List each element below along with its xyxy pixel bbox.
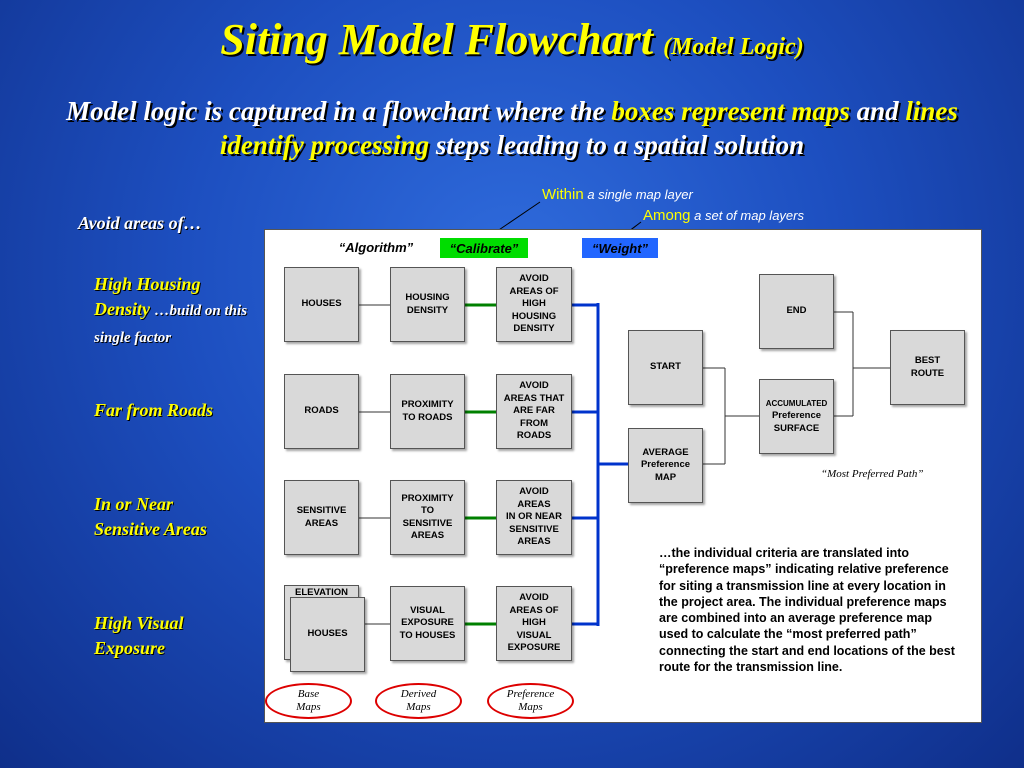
within-text: a single map layer — [587, 187, 693, 202]
box-proximity-roads: PROXIMITY TO ROADS — [390, 374, 465, 449]
box-avoid-visual: AVOID AREAS OF HIGH VISUAL EXPOSURE — [496, 586, 572, 661]
subtitle-part-2: and — [849, 96, 906, 126]
criteria-sensitive: In or Near Sensitive Areas — [94, 494, 207, 539]
title-main: Siting Model Flowchart — [220, 15, 654, 64]
criteria-housing-label: High Housing Density — [94, 274, 201, 319]
among-callout: Among a set of map layers — [643, 207, 804, 224]
explanation-note: …the individual criteria are translated … — [659, 546, 955, 675]
most-preferred-path-label: “Most Preferred Path” — [821, 468, 924, 480]
legend-preference-maps: Preference Maps — [487, 683, 574, 719]
slide-subtitle: Model logic is captured in a flowchart w… — [40, 94, 984, 162]
box-sensitive-areas: SENSITIVE AREAS — [284, 480, 359, 555]
criteria-housing: High Housing Density …build on this sing… — [94, 272, 254, 351]
slide-title: Siting Model Flowchart (Model Logic) — [0, 14, 1024, 65]
box-housing-density: HOUSING DENSITY — [390, 267, 465, 342]
box-roads: ROADS — [284, 374, 359, 449]
within-callout: Within a single map layer — [542, 186, 693, 203]
legend-derived-maps: Derived Maps — [375, 683, 462, 719]
flowchart-connectors — [359, 303, 890, 626]
criteria-visual: High Visual Exposure — [94, 613, 184, 658]
legend-base-maps: Base Maps — [265, 683, 352, 719]
box-proximity-sensitive: PROXIMITY TO SENSITIVE AREAS — [390, 480, 465, 555]
box-start: START — [628, 330, 703, 405]
box-end: END — [759, 274, 834, 349]
title-sub: (Model Logic) — [663, 34, 804, 60]
box-best-route: BEST ROUTE — [890, 330, 965, 405]
tag-algorithm: “Algorithm” — [338, 239, 414, 255]
box-avoid-sensitive: AVOID AREAS IN OR NEAR SENSITIVE AREAS — [496, 480, 572, 555]
box-avoid-roads: AVOID AREAS THAT ARE FAR FROM ROADS — [496, 374, 572, 449]
among-key: Among — [643, 207, 691, 224]
subtitle-part-3: steps leading to a spatial solution — [429, 130, 805, 160]
box-average-preference: AVERAGE Preference MAP — [628, 428, 703, 503]
box-accumulated-body: Preference SURFACE — [771, 410, 822, 434]
box-accumulated-title: ACCUMULATED — [765, 398, 828, 408]
flowchart-panel: “Algorithm” “Calibrate” “Weight” HOUSES … — [264, 229, 982, 723]
subtitle-highlight-2: lines identify processing — [219, 96, 958, 160]
subtitle-highlight-1: boxes represent maps — [611, 96, 850, 126]
box-visual-exposure: VISUAL EXPOSURE TO HOUSES — [390, 586, 465, 661]
within-key: Within — [542, 186, 584, 203]
criteria-roads: Far from Roads — [94, 400, 214, 420]
subtitle-part-1: Model logic is captured in a flowchart w… — [66, 96, 612, 126]
among-text: a set of map layers — [694, 208, 804, 223]
tag-weight: “Weight” — [582, 238, 658, 258]
box-houses-2: HOUSES — [290, 597, 365, 672]
box-accumulated: ACCUMULATED Preference SURFACE — [759, 379, 834, 454]
box-avoid-housing: AVOID AREAS OF HIGH HOUSING DENSITY — [496, 267, 572, 342]
criteria-housing-note: …build on this single factor — [94, 303, 248, 346]
box-houses: HOUSES — [284, 267, 359, 342]
avoid-areas-label: Avoid areas of… — [78, 213, 202, 233]
tag-calibrate: “Calibrate” — [440, 238, 528, 258]
